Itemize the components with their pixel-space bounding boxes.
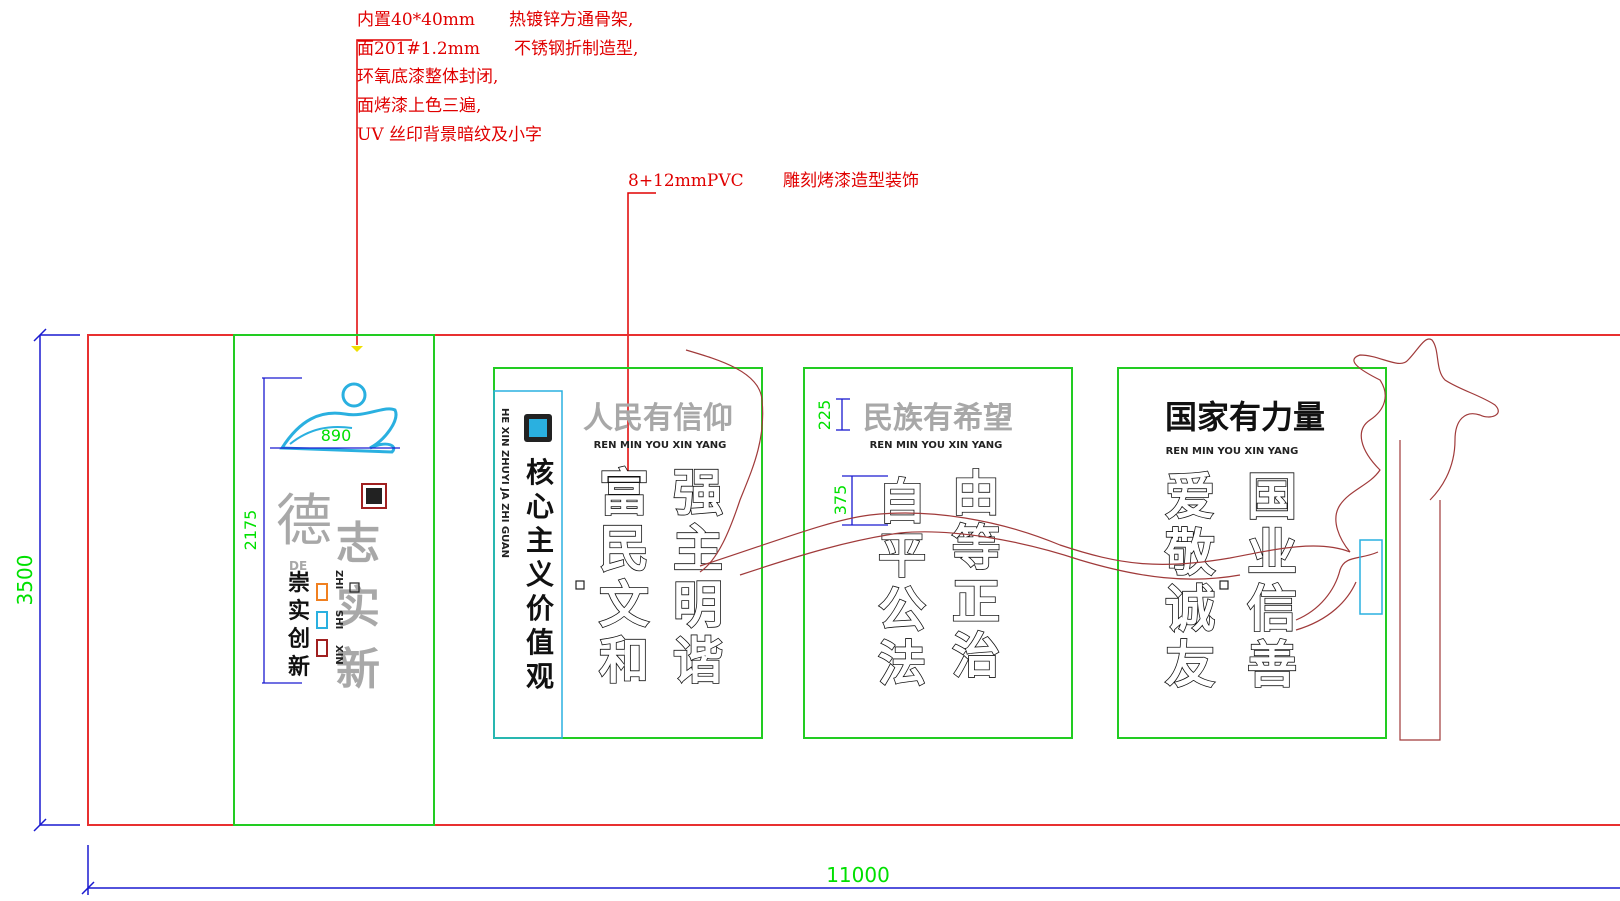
runner-logo [279,382,398,454]
pvc-size-label: 8+12mmPVC [628,171,744,191]
panel-title: 民族有希望 [863,401,1013,436]
small-char: 新 [288,654,310,680]
value-char: 友 [1165,636,1215,694]
pinyin-label: SHI [333,610,344,629]
panel-title: 人民有信仰 [583,401,733,436]
char-height-dim: 375 [831,485,850,516]
panel-frame [803,367,1073,739]
title-height-dim: 225 [815,400,834,431]
value-char: 强 [673,464,723,522]
ribbon-decoration [685,338,1499,741]
value-char: 国 [1247,468,1297,526]
panel-subtitle: REN MIN YOU XIN YANG [594,440,727,451]
note-line: 内置40*40mm 热镀锌方通骨架, [357,10,633,30]
leader-line [627,192,656,476]
width-dimension: 11000 [81,845,1620,895]
note-line: UV 丝印背景暗纹及小字 [357,125,542,145]
panel-frame [1117,367,1387,739]
value-char: 诚 [1165,580,1215,638]
value-panel-3: 国家有力量 REN MIN YOU XIN YANG 爱 敬 诚 友 国 业 信… [1163,398,1325,695]
left-panel-frame [233,334,435,826]
value-panel-1: 人民有信仰 REN MIN YOU XIN YANG 富 民 文 和 强 主 明… [583,401,733,691]
small-char: 创 [287,627,310,652]
core-values-panel: HE XIN ZHUYI JA ZHI GUAN 核 心 主 义 价 值 观 [493,390,585,739]
value-char: 明 [673,576,723,634]
leader-arrow [351,346,363,352]
frame-notes: 内置40*40mm 热镀锌方通骨架, 面201#1.2mm 不锈钢折制造型, 环… [357,10,638,145]
panel-title: 国家有力量 [1165,398,1325,436]
value-char: 谐 [673,632,723,690]
core-values-pinyin: HE XIN ZHUYI JA ZHI GUAN [499,408,510,558]
value-char: 文 [599,576,649,634]
value-panel-2: 225 375 民族有希望 REN MIN YOU XIN YANG 自 平 公… [815,398,1013,693]
big-char: 德 [276,489,332,554]
core-title-char: 值 [526,626,554,659]
note-line: 环氧底漆整体封闭, [357,67,498,87]
value-char: 信 [1247,580,1297,638]
value-char: 敬 [1164,524,1216,582]
core-title-char: 核 [526,456,554,489]
height-dimension: 3500 [13,328,80,832]
height-value: 3500 [13,555,37,606]
core-title-char: 价 [526,592,555,625]
value-char: 自 [878,474,926,530]
panel-subtitle: REN MIN YOU XIN YANG [1166,446,1299,457]
value-char: 法 [878,636,926,692]
value-char: 富 [599,464,649,522]
value-char: 正 [952,574,1000,630]
value-char: 和 [599,632,649,690]
leader-line [356,39,412,345]
core-title-char: 主 [526,524,554,557]
value-char: 主 [673,520,723,578]
panel-subtitle: REN MIN YOU XIN YANG [870,440,1003,451]
core-title-char: 观 [526,660,554,693]
note-line: 面烤漆上色三遍, [357,96,481,116]
value-char: 爱 [1165,468,1215,526]
small-char: 崇 [288,571,310,596]
leader-arrow [622,476,634,483]
value-char: 民 [599,520,649,578]
pvc-desc-label: 雕刻烤漆造型装饰 [783,171,919,191]
core-values-box [493,390,563,739]
core-title-char: 心 [526,490,554,523]
pinyin-label: ZHI [333,570,344,589]
note-line: 面201#1.2mm 不锈钢折制造型, [357,39,638,59]
pinyin-de: DE [289,559,307,573]
value-char: 公 [878,582,926,638]
value-char: 平 [878,528,926,584]
value-char: 等 [952,520,1000,576]
big-char: 志 [336,518,380,569]
width-value: 11000 [826,863,890,887]
big-char: 实 [336,582,380,633]
wall-outline [87,334,1620,826]
logo-width-dim: 890 [321,426,352,445]
big-char: 新 [336,644,380,695]
left-panel: 2175 890 德 志 实 新 DE 崇 实 创 新 ZHI SHI XIN [241,377,400,695]
pinyin-label: XIN [333,645,344,665]
accent-box [1359,539,1383,615]
value-char: 治 [952,628,1000,684]
small-char: 实 [288,598,310,624]
value-char: 由 [952,466,1000,522]
panel-height-dim: 2175 [241,510,260,551]
core-title-char: 义 [526,558,554,591]
value-char: 善 [1247,636,1297,694]
